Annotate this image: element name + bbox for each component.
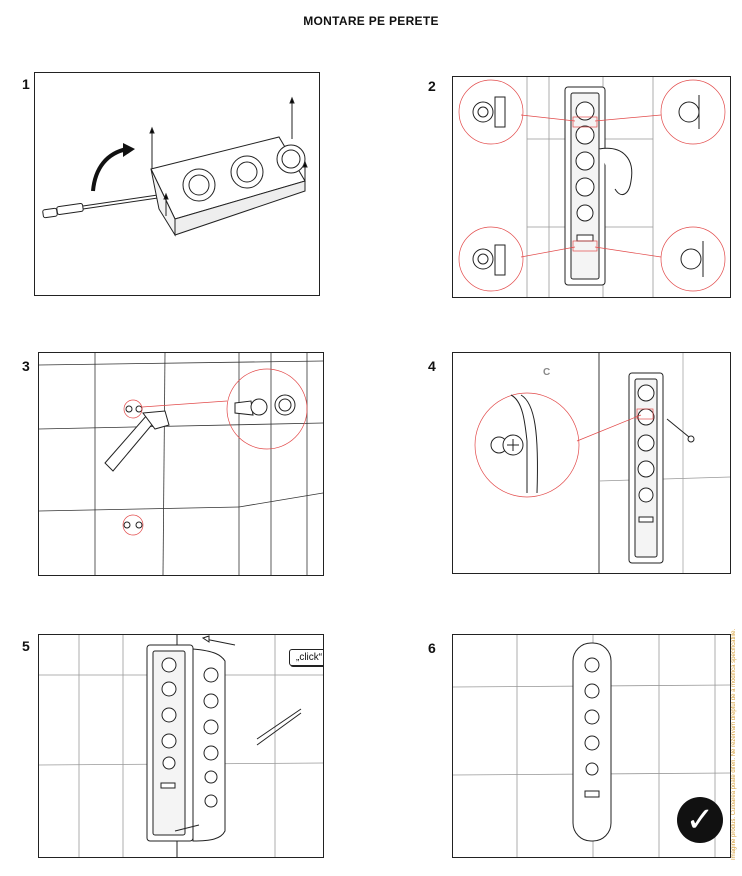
step-number-6: 6 [428, 640, 436, 656]
callout-label-c: C [543, 367, 551, 378]
step-2-illustration [458, 77, 726, 297]
socket-icon [182, 144, 306, 202]
step-5-illustration [39, 635, 323, 857]
step-2-panel [452, 76, 731, 298]
step-number-2: 2 [428, 78, 436, 94]
click-callout: „click“ [289, 649, 323, 666]
step-number-4: 4 [428, 358, 436, 374]
step-3-illustration [39, 353, 323, 575]
step-number-3: 3 [22, 358, 30, 374]
screwdriver-icon [42, 190, 186, 219]
step-4-panel: C [452, 352, 731, 574]
screw-icon [502, 434, 524, 456]
step-number-1: 1 [22, 76, 30, 92]
step-1-illustration [42, 96, 308, 237]
step-number-5: 5 [22, 638, 30, 654]
step-4-illustration [474, 353, 730, 573]
side-note: Imagine produs. Culoarea poate diferi. N… [731, 628, 737, 860]
step-6-panel: ✓ [452, 634, 731, 858]
step-3-panel [38, 352, 324, 576]
step-6-illustration [453, 635, 730, 857]
step-1-panel [34, 72, 320, 296]
step-5-panel: „click“ [38, 634, 324, 858]
page-title: MONTARE PE PERETE [303, 14, 439, 28]
checkmark-icon: ✓ [677, 797, 723, 843]
